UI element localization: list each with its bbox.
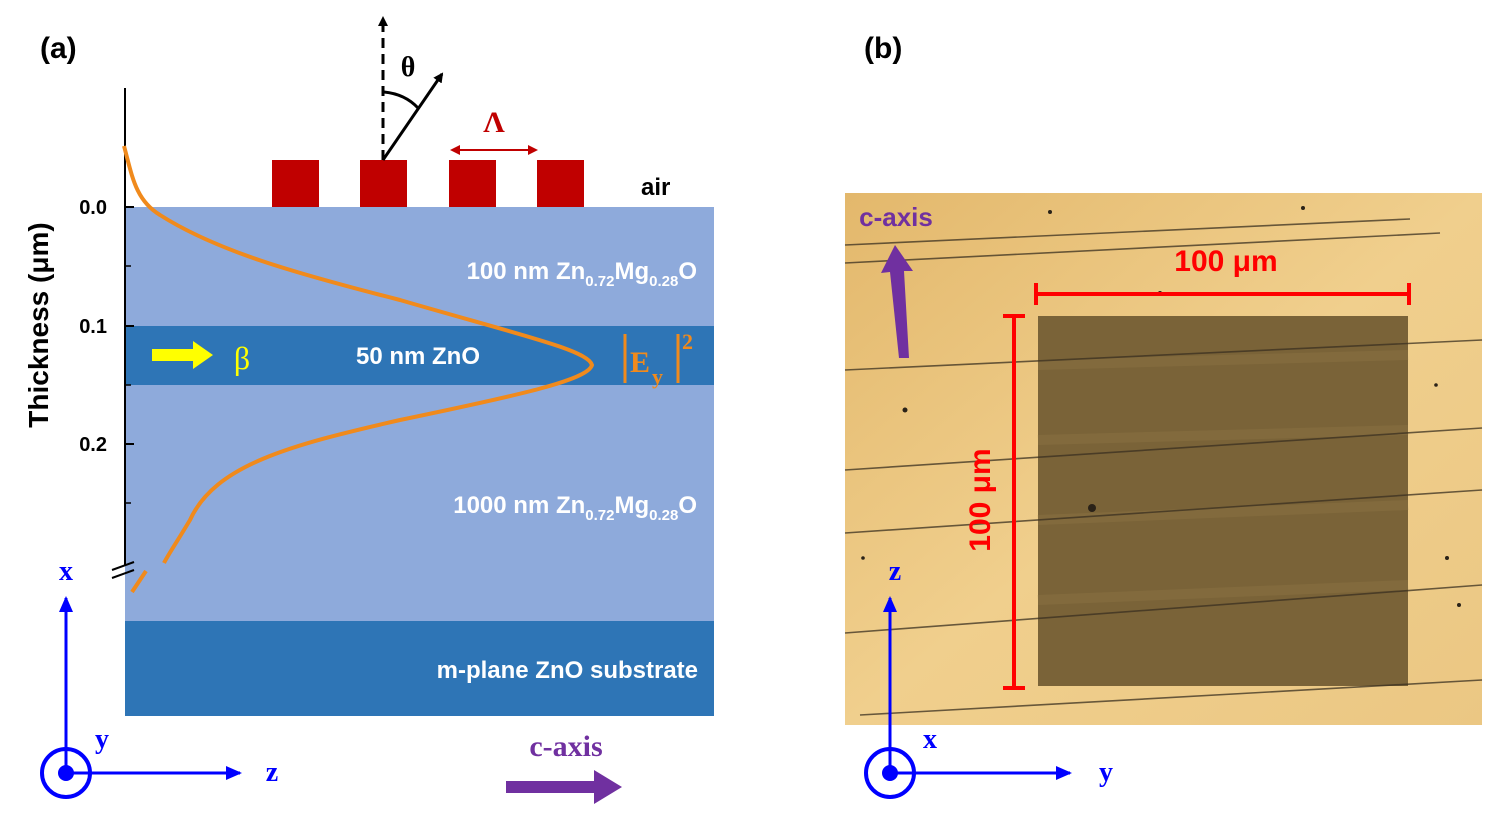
beta-arrow [152,341,213,369]
c-axis-arrow-b [881,245,913,358]
c-axis-label-b: c-axis [859,202,933,232]
x-axis-dot [882,765,898,781]
z-axis-label: z [266,757,278,788]
pad-stripe [1037,425,1409,445]
top-cladding-label: 100 nm Zn0.72Mg0.28O [467,258,697,290]
bottom-cladding-label: 1000 nm Zn0.72Mg0.28O [453,492,697,524]
substrate-layer [125,621,714,716]
beta-label: β [234,340,250,376]
grating-bar-1 [272,160,319,207]
c-axis-label-a: c-axis [529,730,602,763]
axis-break-2 [111,569,135,579]
ey-subscript: y [652,364,663,389]
panel-b: (b) [844,32,1483,799]
tick-label-0-2: 0.2 [79,434,107,456]
dust-specks [861,206,1461,607]
y-axis-dot [58,765,74,781]
ey-base: E [630,346,650,379]
tick-label-0-0: 0.0 [79,197,107,219]
bottom-cladding-layer [125,385,714,621]
air-label: air [641,174,670,201]
x-axis-label-b: x [923,724,937,755]
core-label: 50 nm ZnO [356,343,480,370]
grating-bar-3 [449,160,496,207]
scratch-lines [844,218,1483,716]
panel-a-label: (a) [40,32,77,65]
x-axis-out-of-plane-icon [864,747,916,799]
y-axis-out-of-plane-icon [40,747,92,799]
grating-bar-4 [537,160,584,207]
ey-superscript: 2 [682,329,693,354]
thickness-axis-title: Thickness (μm) [23,222,54,427]
grating-bar-2 [360,160,407,207]
height-scale-label: 100 μm [964,448,997,551]
y-axis-label: y [95,724,109,755]
substrate-label: m-plane ZnO substrate [437,657,698,684]
pad-stripe [1037,350,1409,370]
x-axis-label: x [59,556,73,587]
field-profile-tail [130,569,148,594]
theta-label: θ [401,52,416,83]
emission-arrow [381,72,444,161]
panel-a: (a) Λ θ air 0.0 0.1 0.2 Thickness [23,16,714,804]
grating-pad [1038,316,1408,686]
c-axis-arrow-a [506,770,622,804]
axis-break-1 [111,561,135,571]
panel-b-label: (b) [864,32,902,65]
pad-stripe [1037,580,1409,605]
tick-label-0-1: 0.1 [79,316,107,338]
field-intensity-label: E y 2 [623,329,693,389]
micrograph [844,193,1483,725]
y-axis-label-b: y [1099,757,1113,788]
period-label: Λ [483,106,505,139]
theta-arc [383,90,420,110]
width-scale-label: 100 μm [1174,245,1277,278]
pad-stripe [1037,500,1409,525]
core-layer [125,326,714,385]
z-axis-label-b: z [889,556,901,587]
field-profile-curve [122,145,595,564]
